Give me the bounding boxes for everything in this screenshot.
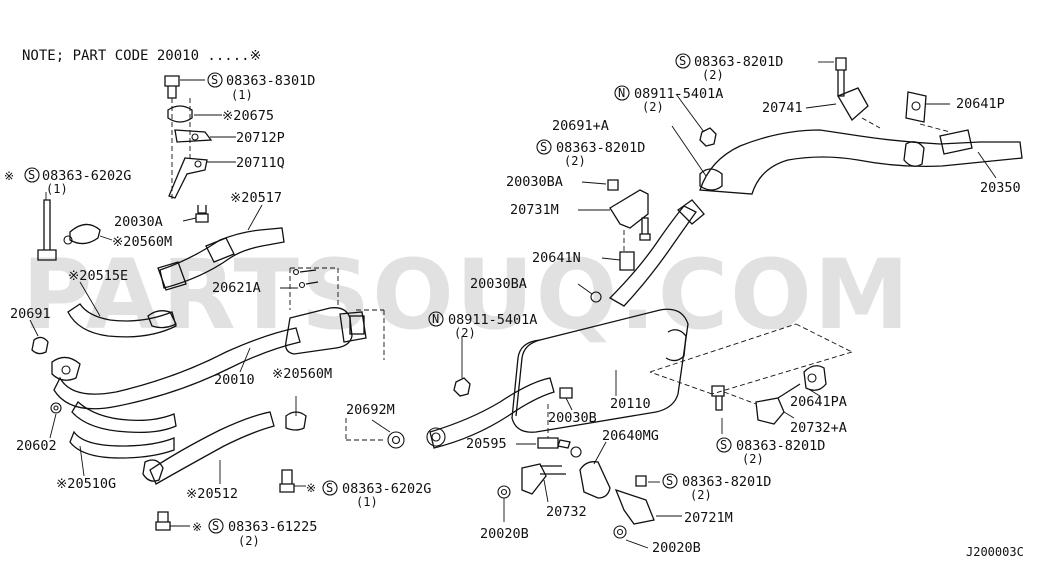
qty-08363-6202G-bottom: (1)	[356, 495, 378, 509]
qty-08363-6202G-left: (1)	[46, 182, 68, 196]
label-08363-8201D-mid: 08363-8201D	[556, 140, 645, 156]
label-20595: 20595	[466, 436, 507, 452]
front-pipe-20010	[51, 267, 385, 410]
left-bolt-group	[37, 192, 113, 261]
svg-text:S: S	[720, 438, 727, 452]
qty-08363-8301D: (1)	[231, 88, 253, 102]
front-pipe-20515E	[67, 281, 177, 338]
label-20732: 20732	[546, 504, 587, 520]
svg-text:S: S	[28, 168, 35, 182]
symbol-n-5401A-mid: N	[428, 311, 444, 327]
label-20560M-top: ※20560M	[112, 234, 172, 250]
label-20641N: 20641N	[532, 250, 581, 266]
label-20741: 20741	[762, 100, 803, 116]
label-20515E: ※20515E	[68, 268, 128, 284]
symbol-s-8201D-lower: S	[662, 473, 678, 489]
label-20517: ※20517	[230, 190, 282, 206]
qty-08363-8201D-top: (2)	[702, 68, 724, 82]
pipe-20512	[142, 396, 307, 531]
label-20712P: 20712P	[236, 130, 285, 146]
symbol-n-5401A-top: N	[614, 85, 630, 101]
label-20510G: ※20510G	[56, 476, 116, 492]
label-20675: ※20675	[222, 108, 274, 124]
svg-text:S: S	[666, 474, 673, 488]
label-20030BA-top: 20030BA	[506, 174, 563, 190]
svg-text:S: S	[212, 519, 219, 533]
mark-6202G-left: ※	[4, 169, 14, 183]
label-20732A: 20732+A	[790, 420, 847, 436]
symbol-s-8201D-mid: S	[536, 139, 552, 155]
note-label: NOTE; PART CODE 20010 .....※	[22, 48, 261, 64]
hanger-20640MG	[579, 441, 682, 549]
label-08363-8201D-right: 08363-8201D	[736, 438, 825, 454]
label-20691A: 20691+A	[552, 118, 609, 134]
label-20691: 20691	[10, 306, 51, 322]
symbol-s-61225: S	[208, 518, 224, 534]
label-20020B-left: 20020B	[480, 526, 529, 542]
label-20030B: 20030B	[548, 410, 597, 426]
label-20560M-mid: ※20560M	[272, 366, 332, 382]
label-20110: 20110	[610, 396, 651, 412]
label-08911-5401A-mid: 08911-5401A	[448, 312, 537, 328]
label-08911-5401A-top: 08911-5401A	[634, 86, 723, 102]
label-20621A: 20621A	[212, 280, 261, 296]
label-08363-8301D: 08363-8301D	[226, 73, 315, 89]
label-20602: 20602	[16, 438, 57, 454]
label-20020B-right: 20020B	[652, 540, 701, 556]
gaskets-left	[29, 319, 62, 439]
symbol-s-8301D: S	[207, 72, 223, 88]
svg-text:S: S	[679, 54, 686, 68]
svg-text:N: N	[432, 312, 439, 326]
svg-text:S: S	[211, 73, 218, 87]
hanger-20595	[516, 404, 582, 458]
symbol-s-8201D-top: S	[675, 53, 691, 69]
label-20692M: 20692M	[346, 402, 395, 418]
label-20641PA: 20641PA	[790, 394, 847, 410]
bolt-20675-assembly	[164, 75, 236, 223]
label-20350: 20350	[980, 180, 1021, 196]
label-20010: 20010	[214, 372, 255, 388]
label-20641P: 20641P	[956, 96, 1005, 112]
mark-61225: ※	[192, 520, 202, 534]
label-20731M: 20731M	[510, 202, 559, 218]
label-08363-8201D-top: 08363-8201D	[694, 54, 783, 70]
front-pipe-20517	[157, 204, 285, 291]
label-20030A: 20030A	[114, 214, 163, 230]
label-20640MG: 20640MG	[602, 428, 659, 444]
qty-08363-8201D-lower: (2)	[690, 488, 712, 502]
mark-6202G-bottom: ※	[306, 481, 316, 495]
bracket-20732	[497, 463, 566, 522]
label-20030BA-mid: 20030BA	[470, 276, 527, 292]
diagram-code: J200003C	[966, 545, 1024, 559]
label-20512: ※20512	[186, 486, 238, 502]
tail-pipe-20350	[671, 57, 1023, 195]
svg-text:S: S	[326, 481, 333, 495]
muffler-20110	[511, 179, 705, 433]
label-20711Q: 20711Q	[236, 155, 285, 171]
qty-08911-5401A-mid: (2)	[454, 326, 476, 340]
qty-08911-5401A-top: (2)	[642, 100, 664, 114]
symbol-s-6202G-left: S	[24, 167, 40, 183]
symbol-s-8201D-right: S	[716, 437, 732, 453]
qty-08363-8201D-right: (2)	[742, 452, 764, 466]
watermark: PARTSOUQ.COM	[22, 239, 911, 351]
front-pipe-20510G	[69, 400, 177, 477]
label-08363-6202G-left: 08363-6202G	[42, 168, 131, 184]
label-08363-61225: 08363-61225	[228, 519, 317, 535]
qty-08363-8201D-mid: (2)	[564, 154, 586, 168]
label-08363-8201D-lower: 08363-8201D	[682, 474, 771, 490]
svg-text:N: N	[618, 86, 625, 100]
svg-text:S: S	[540, 140, 547, 154]
symbol-s-6202G-bottom: S	[322, 480, 338, 496]
qty-08363-61225: (2)	[238, 534, 260, 548]
label-20721M: 20721M	[684, 510, 733, 526]
right-hanger-group	[649, 323, 853, 434]
label-08363-6202G-bottom: 08363-6202G	[342, 481, 431, 497]
center-pipe-20692M	[345, 336, 555, 449]
